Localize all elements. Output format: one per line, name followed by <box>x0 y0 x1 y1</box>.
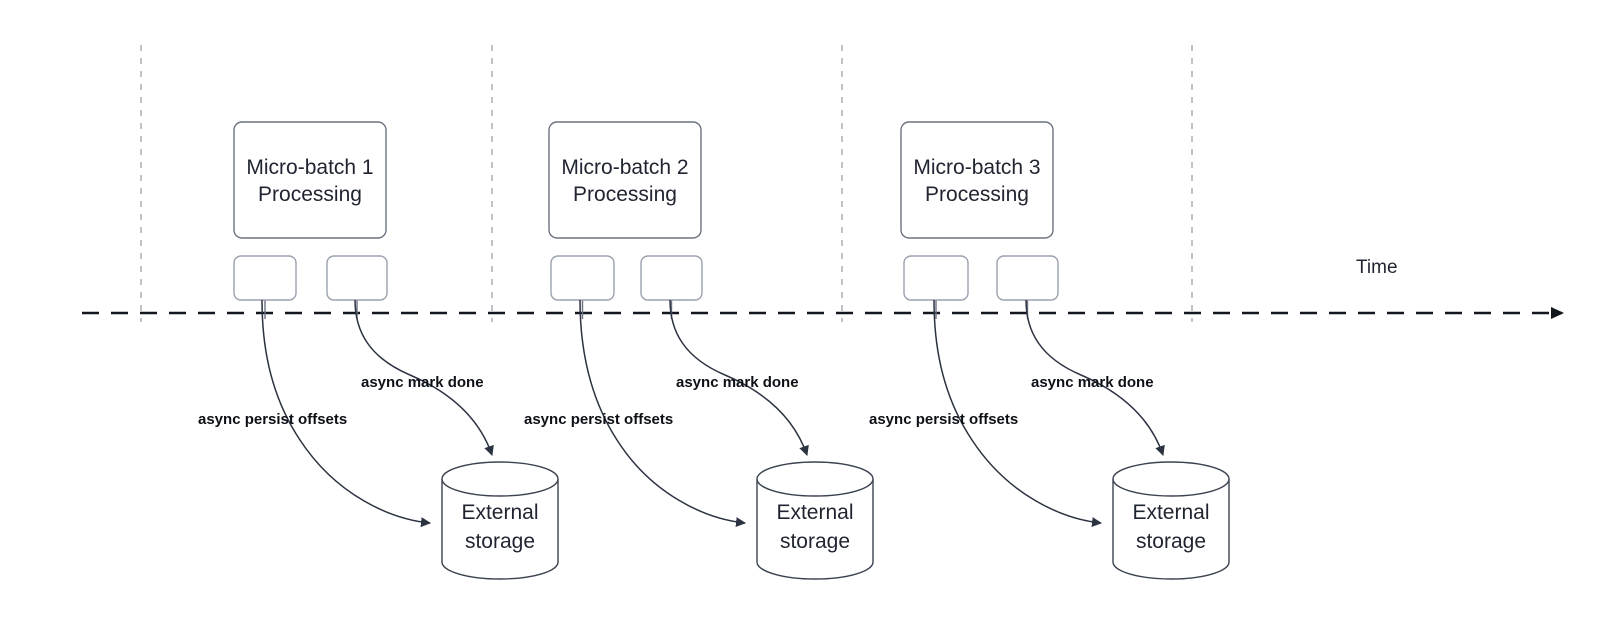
micro-batch-2-processing[interactable]: Micro-batch 2 Processing <box>548 121 702 239</box>
micro-batch-1-processing-line-1: Micro-batch 1 <box>246 156 373 179</box>
micro-batch-2-processing-shape <box>548 121 702 239</box>
external-storage-3-body <box>1112 479 1230 580</box>
task-box-2b-shape <box>640 255 703 301</box>
external-storage-3-line-1: External <box>1132 501 1209 524</box>
external-storage-2-body <box>756 479 874 580</box>
async-mark-done-2-arrow <box>669 299 809 456</box>
external-storage-2-top <box>756 461 874 497</box>
task-box-1b-shape <box>326 255 388 301</box>
external-storage-1[interactable]: External storage <box>441 461 559 580</box>
external-storage-3-top <box>1112 461 1230 497</box>
micro-batch-3-processing-line-1: Micro-batch 3 <box>913 156 1040 179</box>
task-box-3a-shape <box>903 255 969 301</box>
async-persist-offsets-1-arrow <box>261 299 431 528</box>
micro-batch-3-processing-line-2: Processing <box>925 183 1029 206</box>
task-box-3b[interactable] <box>996 255 1059 301</box>
async-persist-offsets-1: async persist offsets <box>198 299 431 528</box>
async-persist-offsets-3-arrow <box>933 299 1102 528</box>
group-2: Micro-batch 2 Processing async persist off… <box>524 121 874 580</box>
async-persist-offsets-3-label: async persist offsets <box>869 411 1018 428</box>
micro-batch-2-processing-line-2: Processing <box>573 183 677 206</box>
micro-batch-3-processing-shape <box>900 121 1054 239</box>
external-storage-1-line-2: storage <box>465 530 535 553</box>
external-storage-1-body <box>441 479 559 580</box>
external-storage-3-line-2: storage <box>1136 530 1206 553</box>
external-storage-1-top <box>441 461 559 497</box>
micro-batch-3-processing[interactable]: Micro-batch 3 Processing <box>900 121 1054 239</box>
task-box-3a[interactable] <box>903 255 969 301</box>
async-mark-done-3-arrow <box>1025 299 1165 456</box>
task-box-3b-shape <box>996 255 1059 301</box>
async-persist-offsets-1-label: async persist offsets <box>198 411 347 428</box>
external-storage-3[interactable]: External storage <box>1112 461 1230 580</box>
async-persist-offsets-2-label: async persist offsets <box>524 411 673 428</box>
async-persist-offsets-3: async persist offsets <box>869 299 1102 528</box>
task-box-1a[interactable] <box>233 255 297 301</box>
async-persist-offsets-2: async persist offsets <box>524 299 746 528</box>
micro-batch-1-processing[interactable]: Micro-batch 1 Processing <box>233 121 387 239</box>
task-box-2a-shape <box>550 255 615 301</box>
micro-batch-1-processing-shape <box>233 121 387 239</box>
external-storage-1-line-1: External <box>461 501 538 524</box>
time-axis-label: Time <box>1356 257 1398 278</box>
external-storage-2-line-1: External <box>776 501 853 524</box>
async-persist-offsets-2-arrow <box>579 299 746 528</box>
task-box-2b[interactable] <box>640 255 703 301</box>
task-box-2a[interactable] <box>550 255 615 301</box>
micro-batch-1-processing-line-2: Processing <box>258 183 362 206</box>
async-mark-done-2: async mark done <box>669 299 809 456</box>
time-axis-layer: Time <box>82 257 1564 319</box>
micro-batch-2-processing-line-1: Micro-batch 2 <box>561 156 688 179</box>
task-box-1a-shape <box>233 255 297 301</box>
async-mark-done-1-arrow <box>354 299 494 456</box>
external-storage-2[interactable]: External storage <box>756 461 874 580</box>
async-mark-done-1-label: async mark done <box>361 374 484 391</box>
async-mark-done-1: async mark done <box>354 299 494 456</box>
async-mark-done-3: async mark done <box>1025 299 1165 456</box>
async-mark-done-2-label: async mark done <box>676 374 799 391</box>
group-1: Micro-batch 1 Processing async persist off… <box>198 121 559 580</box>
async-mark-done-3-label: async mark done <box>1031 374 1154 391</box>
micro-batch-groups-layer: Micro-batch 1 Processing async persist off… <box>198 121 1230 580</box>
group-3: Micro-batch 3 Processing async persist off… <box>869 121 1230 580</box>
task-box-1b[interactable] <box>326 255 388 301</box>
external-storage-2-line-2: storage <box>780 530 850 553</box>
